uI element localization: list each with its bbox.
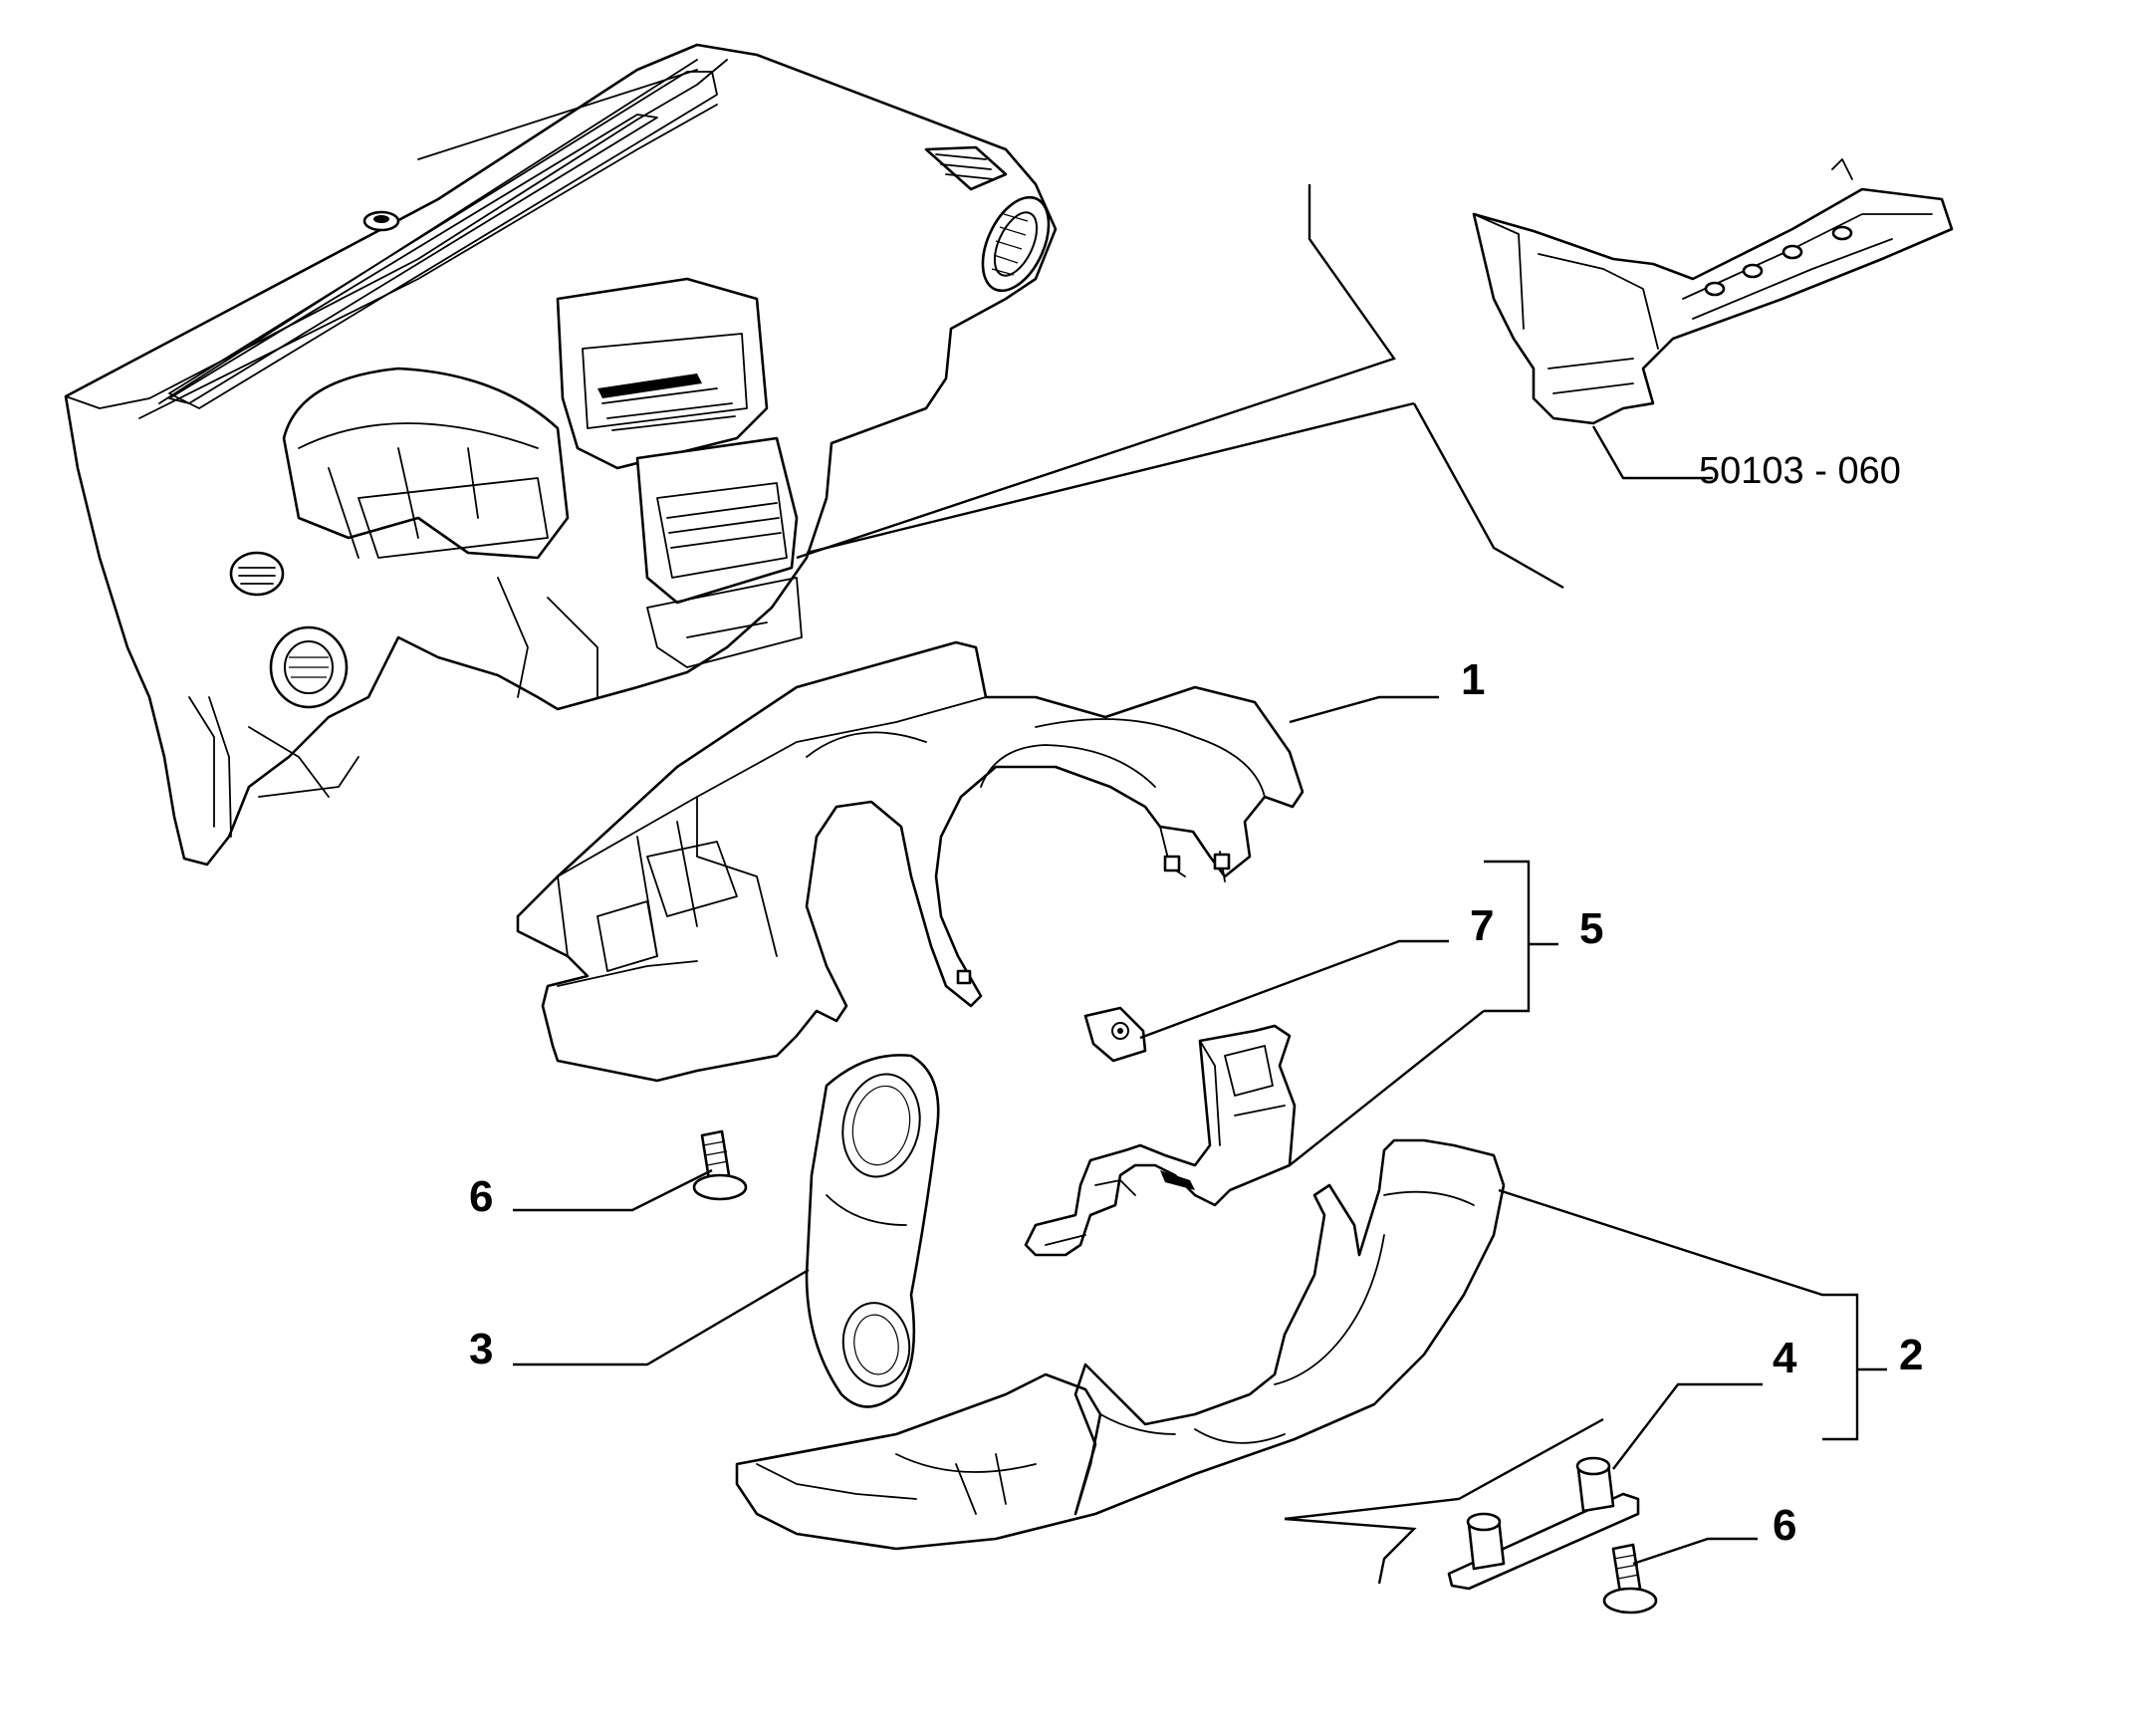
leader-lines: [513, 184, 1887, 1585]
duct-assembly: [1472, 158, 1954, 425]
callout-6-lower: 6: [1773, 1501, 1797, 1550]
part-7-clip-nut: [1083, 1006, 1147, 1063]
dashboard-assembly: [64, 43, 1058, 867]
part-2-lower-shroud: [735, 1138, 1506, 1551]
callout-4: 4: [1773, 1334, 1797, 1382]
part-6-screw-lower: [1602, 1543, 1658, 1614]
callout-1: 1: [1461, 655, 1486, 704]
part-4-clip-bar: [1447, 1456, 1640, 1591]
callout-2: 2: [1899, 1331, 1924, 1379]
part-5-bracket: [1024, 1024, 1297, 1257]
part-3-bezel: [805, 1054, 940, 1408]
callout-7: 7: [1470, 901, 1495, 950]
callout-5: 5: [1579, 904, 1604, 953]
part-6-screw-upper: [692, 1129, 748, 1201]
part-1-upper-shroud: [516, 640, 1305, 1083]
reference-code-label: 50103 - 060: [1699, 450, 1901, 492]
callout-6-upper: 6: [469, 1172, 494, 1221]
callout-3: 3: [469, 1325, 494, 1373]
